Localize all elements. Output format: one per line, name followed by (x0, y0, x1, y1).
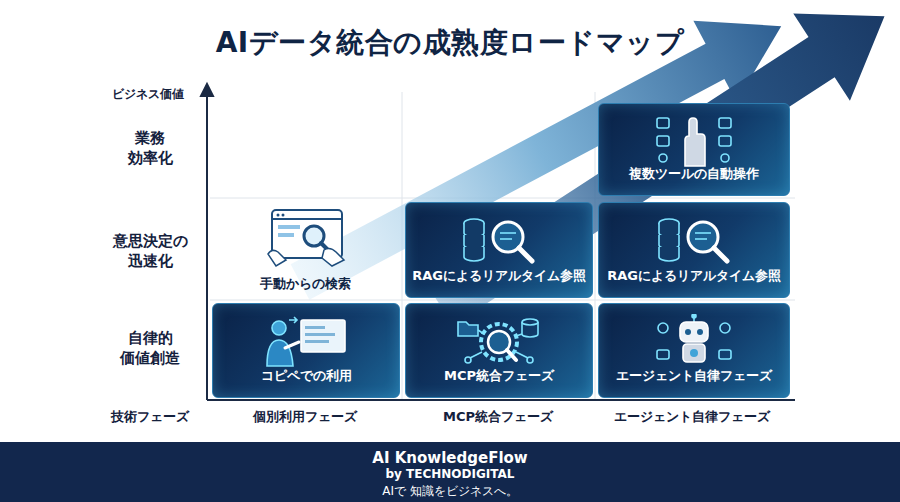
footer-band: AI KnowledgeFlowby TECHNODIGITAL AIで 知識をビ… (0, 442, 900, 502)
x-axis (207, 399, 795, 401)
mcp-icon (454, 314, 544, 370)
footer-text: AI KnowledgeFlow (0, 449, 900, 467)
hand (322, 248, 344, 266)
y-axis (206, 88, 208, 400)
phase-box: MCP統合フェーズ (405, 303, 593, 398)
phase-box: RAGによるリアルタイム参照 (405, 202, 593, 298)
grid-lines (210, 92, 795, 400)
box-label: 複数ツールの自動操作 (599, 165, 789, 183)
column-label: MCP統合フェーズ (443, 408, 553, 426)
box-label: エージェント自律フェーズ (599, 367, 789, 385)
axes (201, 84, 795, 400)
diagram-title: AIデータ統合の成熟度ロードマップ (0, 24, 900, 62)
grid-line (210, 300, 795, 301)
browser-dot (282, 214, 285, 217)
phase-box: RAGによるリアルタイム参照 (598, 202, 790, 298)
axis-head (201, 84, 213, 96)
box-label: RAGによるリアルタイム参照 (599, 267, 789, 285)
robot-icon (649, 314, 739, 370)
column-label: エージェント自律フェーズ (614, 408, 770, 426)
axis-title: 技術フェーズ (111, 408, 189, 426)
row-label: 業務 効率化 (128, 128, 173, 169)
browser-bar (272, 218, 342, 220)
box-label: RAGによるリアルタイム参照 (406, 267, 592, 285)
row-label: 意思決定の 迅速化 (113, 231, 188, 272)
person-icon (261, 314, 351, 370)
browser-dot (277, 214, 280, 217)
phase-box: 複数ツールの自動操作 (598, 103, 790, 196)
footer-text: by TECHNODIGITAL (0, 467, 900, 481)
grid-line (210, 198, 795, 199)
step-label: 手動からの検索 (260, 275, 351, 293)
rag-icon (649, 213, 739, 269)
row-label: 自律的 価値創造 (120, 328, 180, 369)
hand (268, 250, 286, 266)
box-label: MCP統合フェーズ (406, 367, 592, 385)
phase-box: コピペでの利用 (212, 303, 400, 398)
search-illustration (268, 210, 344, 266)
text-line (278, 233, 294, 237)
column-label: 個別利用フェーズ (253, 408, 357, 426)
text-line (278, 225, 300, 229)
phase-box: エージェント自律フェーズ (598, 303, 790, 398)
footer-text: AIで 知識をビジネスへ。 (0, 483, 900, 500)
axis-title: ビジネス価値 (112, 86, 184, 103)
rag-icon (454, 213, 544, 269)
box-label: コピペでの利用 (213, 367, 399, 385)
tools-icon (649, 114, 739, 170)
